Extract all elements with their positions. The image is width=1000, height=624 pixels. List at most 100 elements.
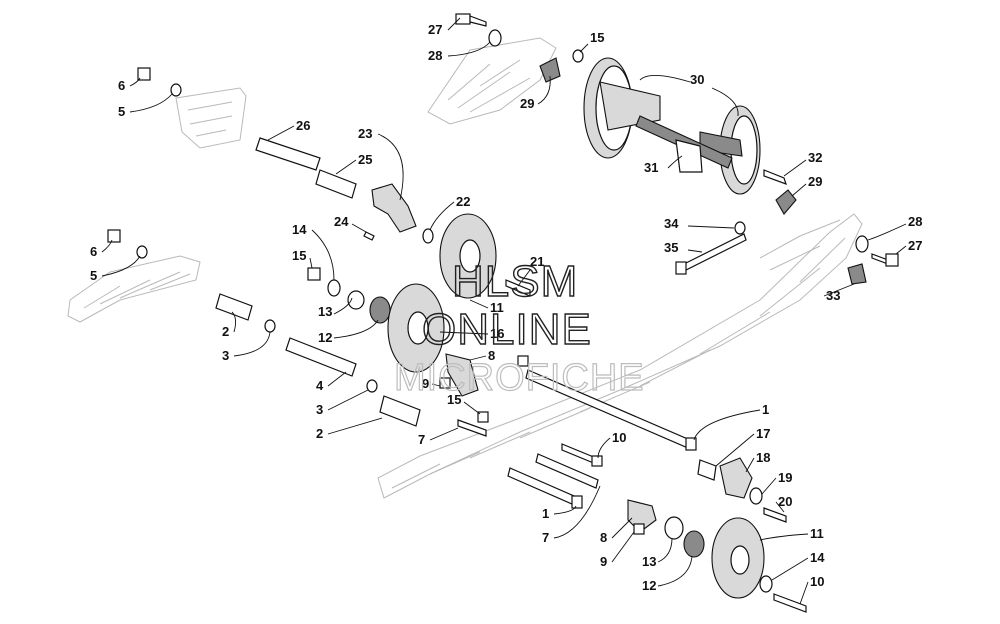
callout-13: 13 (642, 554, 656, 569)
snap-ring-13-mid (347, 290, 365, 310)
leader-line-26 (267, 125, 295, 141)
callout-25: 25 (358, 152, 372, 167)
callout-5: 5 (90, 268, 97, 283)
shaft-26 (255, 137, 321, 171)
callout-26: 26 (296, 118, 310, 133)
callout-15: 15 (292, 248, 306, 263)
leader-line-13 (333, 297, 353, 315)
idler-wheel-11-upper (439, 213, 497, 299)
rear-wheel-30 (583, 57, 761, 195)
leader-line-28 (447, 41, 491, 57)
leader-line-13 (657, 537, 673, 563)
callout-32: 32 (808, 150, 822, 165)
callout-5: 5 (118, 104, 125, 119)
bearing-12-lower (683, 530, 705, 558)
idler-wheel-11-mid (387, 283, 445, 373)
leader-line-2 (231, 311, 237, 333)
leader-line-1 (693, 409, 761, 441)
bolt-7-lower (535, 453, 599, 489)
leader-line-24 (351, 223, 367, 233)
callout-20: 20 (778, 494, 792, 509)
axle-31 (635, 115, 733, 173)
bolt-10-lower (773, 593, 807, 613)
callout-13: 13 (318, 304, 332, 319)
callout-2: 2 (316, 426, 323, 441)
callout-6: 6 (90, 244, 97, 259)
bolt-27-right (871, 253, 899, 267)
washer-3-upper (264, 319, 276, 333)
leader-line-15 (463, 401, 481, 415)
callout-30: 30 (690, 72, 704, 87)
spacer-25 (315, 169, 357, 199)
callout-12: 12 (642, 578, 656, 593)
leader-line-15 (309, 257, 313, 269)
watermark-line1: HLSM (452, 257, 578, 306)
leader-line-17 (715, 433, 755, 467)
leader-line-19 (761, 477, 777, 495)
leader-line-15 (579, 43, 589, 53)
idler-wheel-11-lower (711, 517, 765, 599)
nut-6-upper (137, 67, 151, 81)
callout-7: 7 (542, 530, 549, 545)
pin-24 (363, 231, 375, 241)
bracket-23 (371, 183, 417, 233)
washer-5-upper (170, 83, 182, 97)
bolt-7-upper (457, 419, 487, 437)
callout-29: 29 (808, 174, 822, 189)
spacer-2-upper (215, 293, 253, 321)
callout-3: 3 (316, 402, 323, 417)
washer-3-lower (366, 379, 378, 393)
leader-line-20 (775, 501, 785, 513)
callout-4: 4 (316, 378, 324, 393)
washer-19 (749, 487, 763, 505)
callout-14: 14 (292, 222, 307, 237)
leader-line-2 (327, 417, 383, 435)
leader-line-10 (597, 437, 611, 459)
callout-10: 10 (810, 574, 824, 589)
watermark-line2: ONLINE (422, 305, 592, 354)
leader-line-11 (759, 533, 809, 541)
nut-16 (517, 355, 529, 367)
washer-28-right (855, 235, 869, 253)
callout-15: 15 (447, 392, 461, 407)
leader-line-34 (687, 225, 735, 229)
leader-line-11 (469, 299, 489, 309)
adjuster-29-right (775, 189, 797, 215)
callout-16: 16 (490, 326, 504, 341)
bracket-18 (719, 457, 753, 499)
left-rail-ghost (67, 255, 201, 323)
leader-line-4 (327, 371, 347, 387)
callout-1: 1 (762, 402, 769, 417)
nut-15-top (572, 49, 584, 63)
leader-line-28 (867, 223, 907, 241)
callout-27: 27 (428, 22, 442, 37)
bearing-12-mid (369, 296, 391, 324)
leader-line-3 (327, 389, 369, 411)
callout-28: 28 (908, 214, 922, 229)
washer-22 (422, 228, 434, 244)
callout-11: 11 (490, 300, 504, 315)
leader-line-14 (311, 229, 335, 281)
long-bolt-1-upper (525, 369, 697, 451)
spacer-17 (697, 459, 717, 481)
leader-line-5 (101, 255, 141, 277)
callout-11: 11 (810, 526, 824, 541)
callout-2: 2 (222, 324, 229, 339)
spacer-2-lower (379, 395, 421, 427)
leader-line-35 (687, 249, 703, 253)
callout-8: 8 (600, 530, 607, 545)
adjuster-29-top (539, 57, 561, 83)
callout-24: 24 (334, 214, 349, 229)
callout-9: 9 (422, 376, 429, 391)
leader-line-14 (771, 557, 809, 581)
bolt-20 (763, 507, 787, 523)
watermark: HLSM ONLINE MICROFICHE (393, 256, 644, 399)
callout-35: 35 (664, 240, 678, 255)
leader-line-8 (611, 517, 633, 539)
snap-ring-13-lower (664, 516, 684, 540)
leader-line-27 (895, 245, 907, 255)
leader-line-25 (335, 159, 357, 175)
callout-23: 23 (358, 126, 372, 141)
leader-line-9 (431, 383, 441, 387)
